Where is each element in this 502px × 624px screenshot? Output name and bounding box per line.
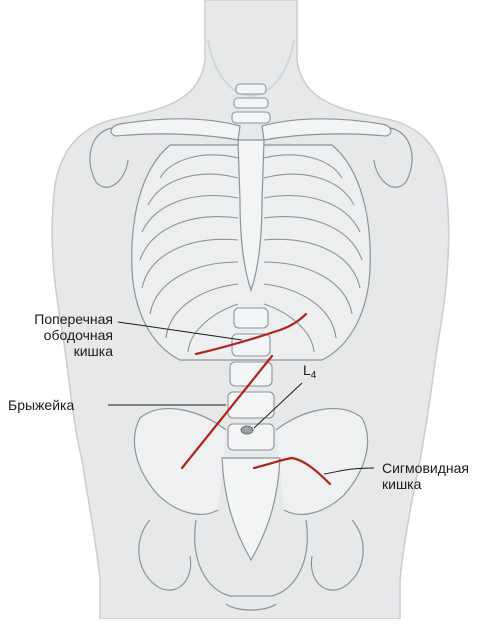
label-mesentery-text: Брыжейка bbox=[8, 397, 74, 413]
label-transverse-colon: Поперечная ободочная кишка bbox=[0, 311, 113, 359]
label-transverse-colon-line1: Поперечная bbox=[0, 311, 113, 327]
label-transverse-colon-line2: ободочная bbox=[0, 327, 113, 343]
label-sigmoid-colon: Сигмовидная кишка bbox=[382, 460, 469, 492]
label-sigmoid-colon-line2: кишка bbox=[382, 476, 469, 492]
label-l4: L4 bbox=[303, 362, 316, 384]
label-sigmoid-colon-line1: Сигмовидная bbox=[382, 460, 469, 476]
label-l4-main: L bbox=[303, 362, 311, 378]
cervical-spine bbox=[232, 84, 270, 123]
label-mesentery: Брыжейка bbox=[8, 397, 74, 413]
label-l4-sub: 4 bbox=[311, 370, 317, 381]
label-transverse-colon-line3: кишка bbox=[0, 343, 113, 359]
l4-marker bbox=[241, 426, 253, 434]
